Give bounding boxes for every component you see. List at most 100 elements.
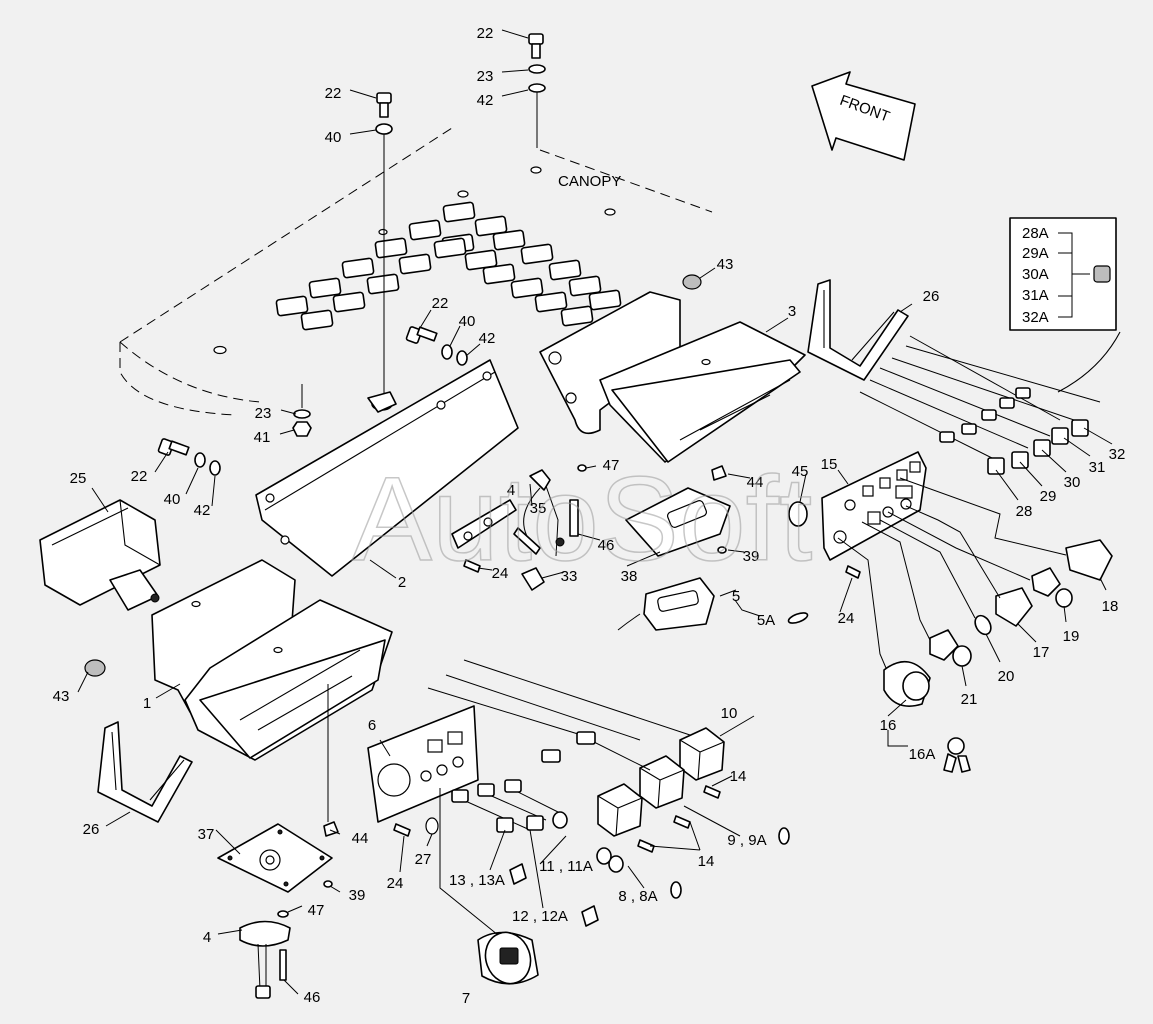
callout-c22a: 22 (477, 25, 494, 42)
bulb-icon (1093, 265, 1111, 283)
harness-connectors-right (859, 335, 1101, 475)
plate-38 (625, 487, 731, 557)
callout-c47a: 47 (603, 457, 620, 474)
callout-c2: 2 (398, 574, 406, 591)
screw-46-lower (279, 949, 287, 981)
grommet-43-bottom (84, 659, 106, 677)
callout-c42b: 42 (479, 330, 496, 347)
callout-c43b: 43 (53, 688, 70, 705)
callout-c19: 19 (1063, 628, 1080, 645)
nut-washer-23-41 (292, 384, 312, 437)
panel-15 (788, 451, 927, 561)
lamp-11a (596, 847, 612, 865)
legend-box: 28A 29A 30A 31A 32A (1009, 217, 1121, 393)
bulb-9a (778, 827, 790, 845)
callout-c15: 15 (821, 456, 838, 473)
callout-c16: 16 (880, 717, 897, 734)
callout-c26a: 26 (923, 288, 940, 305)
harness-connectors-lower (427, 659, 691, 833)
callout-c29: 29 (1040, 488, 1057, 505)
callout-c3: 3 (788, 303, 796, 320)
callout-c10: 10 (721, 705, 738, 722)
bolt-stack-top (528, 33, 546, 148)
relay-9 (639, 755, 685, 809)
nut-47-lower (277, 910, 289, 918)
callout-c22d: 22 (131, 468, 148, 485)
callout-c20: 20 (998, 668, 1015, 685)
legend-item-30a: 30A (1022, 266, 1049, 283)
lamp-8a (608, 855, 624, 873)
callout-c4a: 4 (507, 482, 515, 499)
callout-c21: 21 (961, 691, 978, 708)
bolt-22-mid (405, 326, 468, 366)
side-bracket-26-lower (97, 721, 193, 823)
callout-c1: 1 (143, 695, 151, 712)
legend-item-28a: 28A (1022, 225, 1049, 242)
callout-c39b: 39 (349, 887, 366, 904)
callout-c35: 35 (530, 500, 547, 517)
callout-c26b: 26 (83, 821, 100, 838)
leader-lines (77, 29, 1113, 995)
callout-c22c: 22 (432, 295, 449, 312)
callout-c37: 37 (198, 826, 215, 843)
callout-c13: 13 , 13A (449, 872, 505, 889)
callout-c41: 41 (254, 429, 271, 446)
lamp-20 (879, 519, 992, 636)
callout-c40b: 40 (459, 313, 476, 330)
switch-21 (861, 521, 972, 667)
callout-c40a: 40 (325, 129, 342, 146)
nut-44-lower (323, 821, 339, 837)
callout-c8: 8 , 8A (618, 888, 657, 905)
callout-c24b: 24 (838, 610, 855, 627)
nut-39-lower (323, 880, 333, 888)
callout-c43a: 43 (717, 256, 734, 273)
bulb-8a (670, 881, 682, 899)
screw-46-upper (569, 499, 579, 537)
callout-c22b: 22 (325, 85, 342, 102)
callout-c32: 32 (1109, 446, 1126, 463)
callout-c44a: 44 (747, 474, 764, 491)
callout-c24a: 24 (492, 565, 509, 582)
light-5 (617, 577, 809, 631)
callout-c4b: 4 (203, 929, 211, 946)
switch-17 (905, 505, 1033, 627)
callout-c23a: 23 (477, 68, 494, 85)
component-4-lower (239, 684, 339, 999)
callout-c17: 17 (1033, 644, 1050, 661)
relay-10 (679, 727, 725, 781)
side-bracket-26-upper (807, 279, 909, 381)
panel-6 (367, 705, 479, 835)
callout-c46a: 46 (598, 537, 615, 554)
component-25 (39, 499, 161, 611)
callout-c27: 27 (415, 851, 432, 868)
callout-c16a: 16A (909, 746, 936, 763)
gauge-7 (439, 788, 539, 985)
component-4-upper (451, 464, 727, 591)
callout-c42c: 42 (194, 502, 211, 519)
plate-37 (217, 823, 333, 893)
callout-c18: 18 (1102, 598, 1119, 615)
callout-c44b: 44 (352, 830, 369, 847)
callout-c47b: 47 (308, 902, 325, 919)
nut-44-upper (711, 465, 727, 481)
switch-19 (887, 511, 1073, 608)
callout-c5a: 5A (757, 612, 775, 629)
housing-3 (539, 274, 806, 463)
canopy: CANOPY (119, 127, 713, 416)
callout-c14a: 14 (730, 768, 747, 785)
bulb-5a (787, 612, 809, 624)
bolt-22-left (157, 438, 221, 476)
legend-pointer (1057, 331, 1121, 393)
callout-c39a: 39 (743, 548, 760, 565)
callout-c25: 25 (70, 470, 87, 487)
key-switch-16 (837, 537, 971, 773)
front-arrow: FRONT (811, 71, 916, 161)
callout-c45: 45 (792, 463, 809, 480)
callout-c46b: 46 (304, 989, 321, 1006)
callout-c33: 33 (561, 568, 578, 585)
screws (393, 559, 861, 927)
callout-c6: 6 (368, 717, 376, 734)
callout-c42a: 42 (477, 92, 494, 109)
